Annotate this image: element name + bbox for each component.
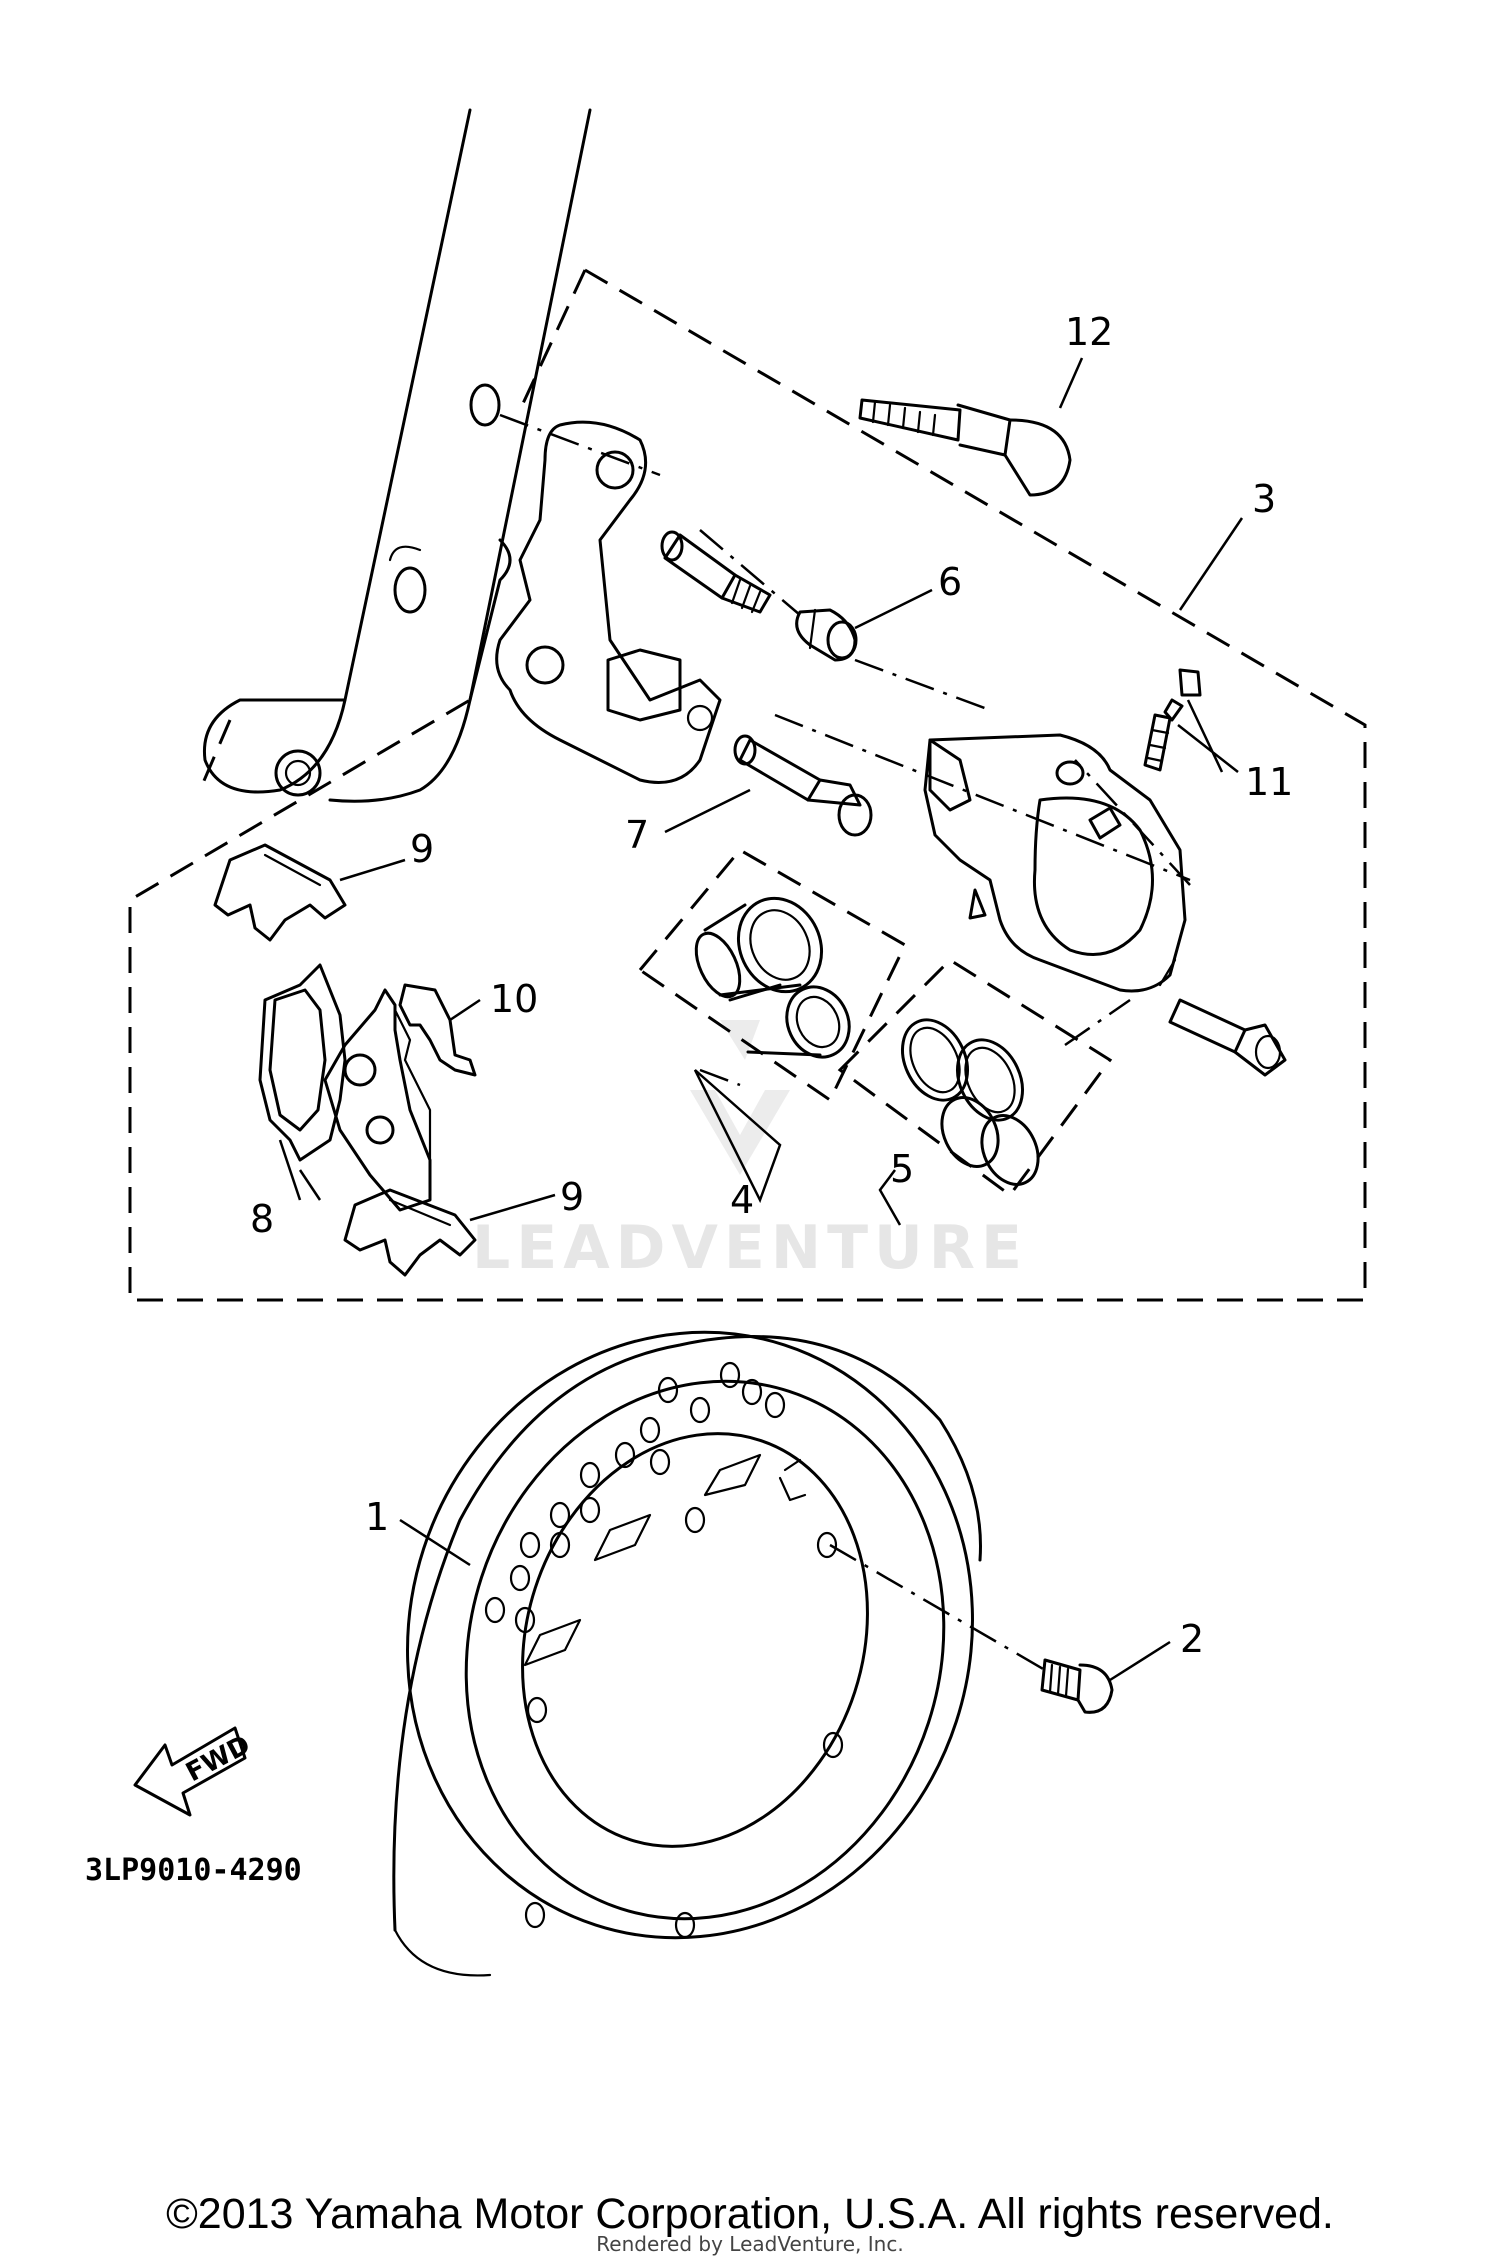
callout-12: 12: [1065, 310, 1113, 354]
caliper-bracket: [495, 420, 722, 784]
slide-pin-lower: [1168, 998, 1287, 1077]
callout-3: 3: [1252, 477, 1276, 521]
assembly-outline: [128, 268, 1367, 1302]
bleed-screws-11: [1143, 668, 1202, 772]
piston-group-outline: [637, 848, 907, 1103]
pad-clip-9-lower: [343, 1188, 477, 1277]
pad-clip-9-upper: [213, 843, 347, 942]
seals-5: [901, 1018, 1040, 1186]
fwd-arrow: FWD: [133, 1726, 255, 1817]
callout-9-upper: 9: [410, 827, 434, 871]
callout-8: 8: [250, 1197, 274, 1241]
callout-1: 1: [365, 1495, 389, 1539]
boot-6: [795, 608, 858, 662]
rendered-by-notice: Rendered by LeadVenture, Inc.: [596, 2232, 904, 2256]
callout-9-lower: 9: [560, 1175, 584, 1219]
callout-7: 7: [625, 813, 649, 857]
watermark-logo: [690, 1020, 790, 1175]
diagram-code: 3LP9010-4290: [85, 1853, 302, 1888]
pad-spring-10: [398, 983, 477, 1077]
callout-6: 6: [938, 560, 962, 604]
caliper-body: [923, 733, 1187, 993]
brake-disc-1: [392, 1330, 982, 1977]
fork-leg: [198, 108, 592, 803]
pistons-4: [694, 896, 851, 1059]
leader-lines: [278, 357, 1244, 1682]
callout-11: 11: [1245, 760, 1293, 804]
callout-10: 10: [490, 977, 538, 1021]
slide-pin-upper: [660, 530, 772, 614]
slide-pin-7: [733, 734, 873, 837]
callout-4: 4: [730, 1178, 754, 1222]
brake-pads-8: [258, 963, 432, 1212]
disc-bolt-2: [1040, 1658, 1114, 1714]
disc-holes: [484, 1361, 844, 1939]
watermark-text: LEADVENTURE: [472, 1213, 1028, 1283]
callout-5: 5: [890, 1147, 914, 1191]
callout-2: 2: [1180, 1617, 1204, 1661]
assembly-axis-lines: [499, 413, 1191, 1672]
copyright-notice: ©2013 Yamaha Motor Corporation, U.S.A. A…: [166, 2190, 1334, 2238]
callout-numbers: 1 2 3 4 5 6 7 8 9 9 10 11 12: [250, 310, 1293, 1661]
bolt-12: [858, 398, 1072, 497]
